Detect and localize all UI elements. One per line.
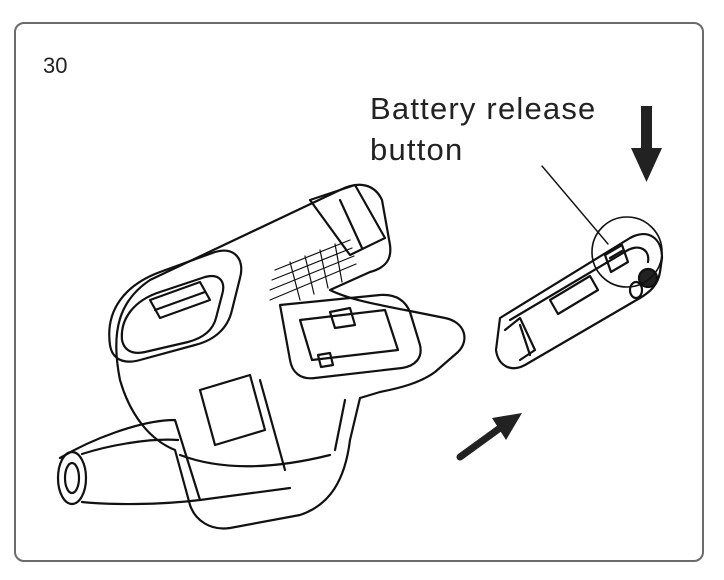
vacuum-handheld-unit — [56, 183, 466, 530]
step-number: 30 — [43, 53, 68, 78]
callout-label-line2: button — [370, 132, 464, 167]
callout-label: Battery release button — [370, 88, 597, 170]
callout-circle — [591, 216, 663, 288]
down-arrow-icon — [631, 106, 662, 182]
battery-pack — [494, 232, 664, 370]
insert-arrow-icon — [456, 413, 522, 461]
callout-label-line1: Battery release — [370, 91, 597, 126]
figure-frame — [14, 22, 704, 562]
callout-leader-line — [541, 165, 609, 245]
